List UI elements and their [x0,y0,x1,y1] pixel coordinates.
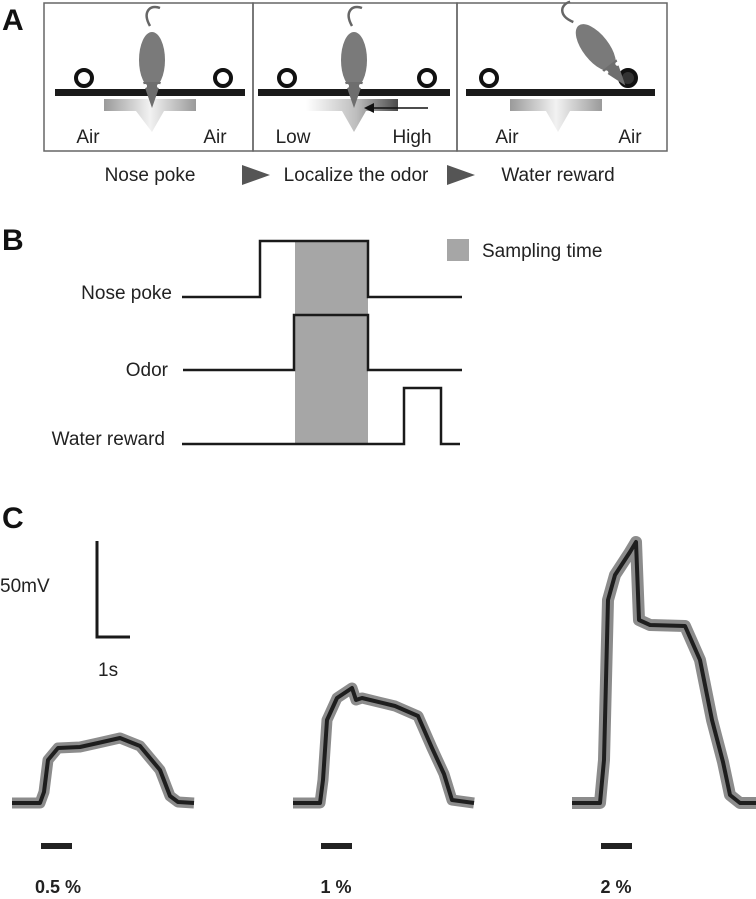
box-1-left-label: Air [76,127,100,148]
response-trace-1 [293,682,475,809]
box-1-right-label: Air [203,127,227,148]
panel-a-box-2: Low High [252,2,458,152]
panel-a-letter: A [2,4,24,37]
step-arrow-icon [447,165,475,185]
platform-bar [466,89,655,96]
port-icon [74,68,94,88]
odor-trace [183,313,462,372]
legend-label: Sampling time [482,241,602,262]
box-2-left-label: Low [276,127,311,148]
mouse-icon [551,0,637,95]
port-icon [213,68,233,88]
odor-nozzle [510,99,602,132]
panel-c-letter: C [2,502,24,535]
stimulus-bar [41,843,72,849]
condition-label-2: 2 % [600,877,631,897]
panel-b-letter: B [2,224,24,257]
response-trace-0-5 [12,732,195,809]
condition-label-0-5: 0.5 % [35,877,81,897]
panel-a-box-1: Air Air [43,2,254,152]
port-icon [417,68,437,88]
stimulus-bar [321,843,352,849]
trace-label-water-reward: Water reward [52,429,165,450]
odor-nozzle [104,99,196,132]
port-icon [277,68,297,88]
step-3-label: Water reward [501,165,614,186]
trace-label-odor: Odor [126,360,169,381]
scale-time-label: 1s [98,660,118,681]
port-icon [479,68,499,88]
water-reward-trace [182,386,460,446]
nose-poke-trace [182,239,462,299]
sampling-time-shade [295,241,368,445]
odor-gradient-nozzle [306,99,398,132]
panel-a-box-3: Air Air [456,0,668,152]
box-3-left-label: Air [495,127,519,148]
response-trace-2 [572,536,756,809]
scale-bar [95,541,130,639]
step-2-label: Localize the odor [284,165,429,186]
trace-label-nose-poke: Nose poke [81,283,172,304]
step-arrow-icon [242,165,270,185]
box-2-right-label: High [392,127,431,148]
legend-swatch [447,239,469,261]
step-1-label: Nose poke [105,165,196,186]
scale-voltage-label: 50mV [0,576,50,597]
box-3-right-label: Air [618,127,642,148]
stimulus-bar [601,843,632,849]
condition-label-1: 1 % [320,877,351,897]
arrow-left-icon [364,103,428,113]
